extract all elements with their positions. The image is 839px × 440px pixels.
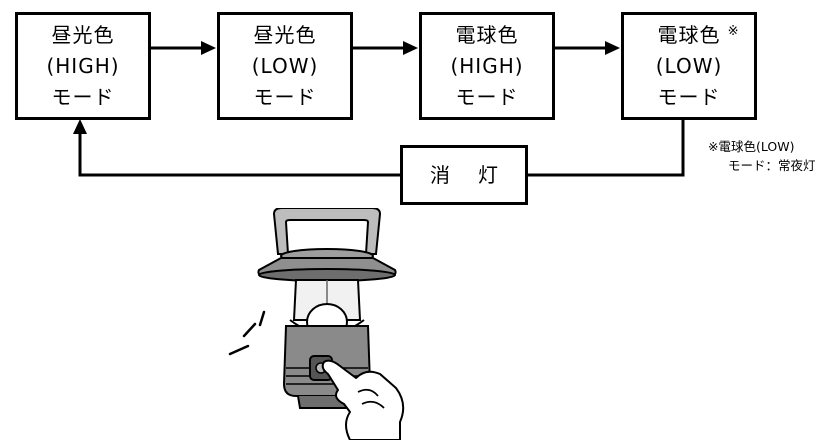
press-line (228, 344, 250, 356)
footnote-line-1: ※電球色(LOW) (708, 139, 795, 154)
mode-box-warm-low: 電球色※ (LOW) モード (621, 12, 757, 120)
mode-color: 電球色※ (658, 20, 739, 51)
mode-level: (LOW) (655, 53, 723, 78)
asterisk-mark: ※ (727, 23, 739, 39)
mode-box-daylight-high: 昼光色 (HIGH) モード (15, 12, 151, 120)
arrowhead-2 (403, 41, 418, 55)
mode-suffix: モード (253, 84, 317, 109)
lantern-illustration (228, 208, 405, 440)
mode-color: 昼光色 (253, 22, 317, 47)
mode-color: 昼光色 (51, 22, 115, 47)
off-label-char-2: 灯 (478, 162, 498, 187)
mode-color: 電球色 (455, 22, 519, 47)
footnote: ※電球色(LOW) モード：常夜灯 (708, 137, 816, 175)
mode-suffix: モード (455, 84, 519, 109)
arrowhead-3 (605, 41, 620, 55)
lantern-handle (272, 208, 382, 255)
mode-level: (LOW) (251, 53, 319, 78)
press-line (242, 322, 257, 338)
mode-suffix: モード (51, 84, 115, 109)
arrowhead-return (73, 119, 87, 134)
pointing-hand-icon (321, 359, 405, 440)
press-line (258, 310, 266, 327)
arrowhead-1 (201, 41, 216, 55)
arrow-4-to-off (528, 120, 685, 177)
mode-suffix: モード (657, 84, 721, 109)
mode-level: (HIGH) (450, 53, 524, 78)
mode-box-daylight-low: 昼光色 (LOW) モード (217, 12, 353, 120)
arrow-off-to-1 (78, 132, 400, 177)
off-box: 消灯 (400, 145, 528, 205)
mode-level: (HIGH) (46, 53, 120, 78)
footnote-line-2: モード：常夜灯 (728, 158, 816, 173)
off-label-char-1: 消 (430, 162, 450, 187)
mode-box-warm-high: 電球色 (HIGH) モード (419, 12, 555, 120)
